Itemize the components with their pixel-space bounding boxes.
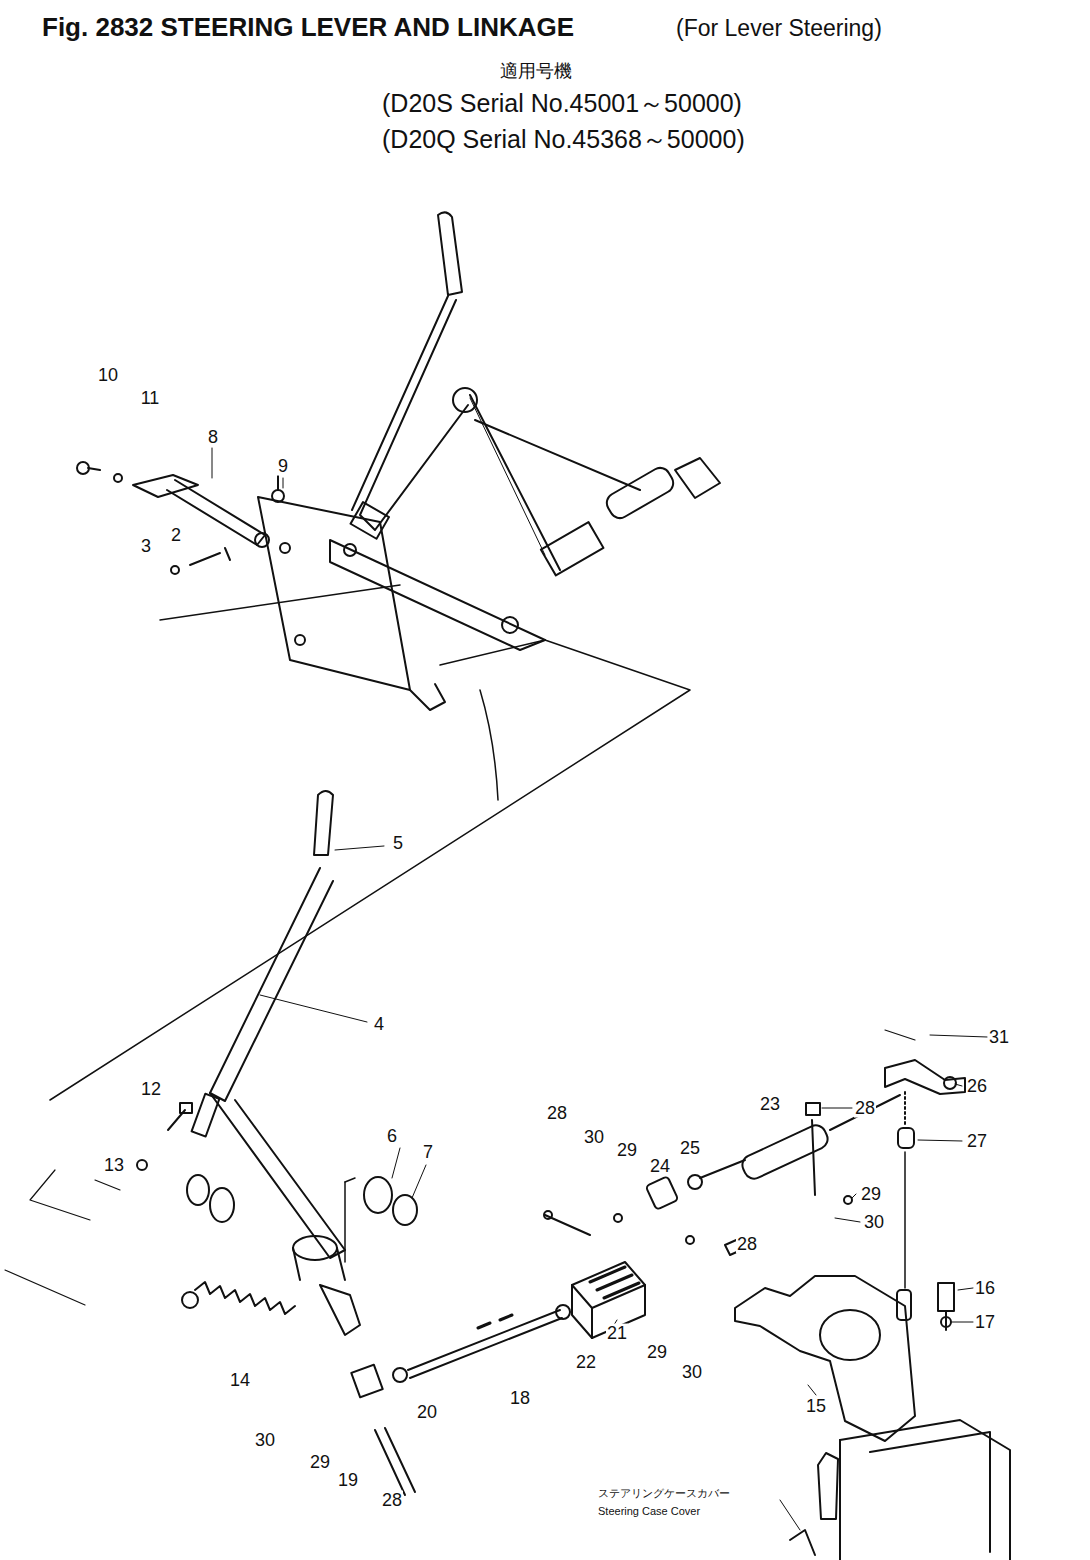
callout-number: 28 bbox=[381, 1491, 403, 1510]
callout-number: 21 bbox=[606, 1324, 628, 1343]
title-note: (For Lever Steering) bbox=[676, 16, 882, 40]
callout-number: 9 bbox=[277, 457, 289, 476]
callout-number: 15 bbox=[805, 1397, 827, 1416]
applicable-models: 適用号機 bbox=[500, 62, 572, 81]
callout-number: 13 bbox=[103, 1156, 125, 1175]
callout-number: 29 bbox=[309, 1453, 331, 1472]
callout-number: 27 bbox=[966, 1132, 988, 1151]
callout-number: 28 bbox=[736, 1235, 758, 1254]
callout-number: 25 bbox=[679, 1139, 701, 1158]
callout-number: 2 bbox=[170, 526, 182, 545]
serial-range: (D20S Serial No.45001～50000) bbox=[382, 90, 742, 116]
callout-number: 29 bbox=[860, 1185, 882, 1204]
callout-number: 28 bbox=[546, 1104, 568, 1123]
figure-title: Fig. 2832 STEERING LEVER AND LINKAGE bbox=[42, 14, 574, 41]
callout-number: 11 bbox=[140, 389, 161, 408]
part-note: Steering Case Cover bbox=[598, 1506, 700, 1518]
callout-number: 23 bbox=[759, 1095, 781, 1114]
callout-number: 6 bbox=[386, 1127, 398, 1146]
callout-number: 26 bbox=[966, 1077, 988, 1096]
callout-number: 29 bbox=[616, 1141, 638, 1160]
callout-number: 5 bbox=[392, 834, 404, 853]
callout-number: 30 bbox=[583, 1128, 605, 1147]
callout-number: 14 bbox=[229, 1371, 251, 1390]
callout-number: 19 bbox=[337, 1471, 359, 1490]
part-note: ステアリングケースカバー bbox=[598, 1488, 730, 1500]
callout-number: 28 bbox=[854, 1099, 876, 1118]
callout-number: 29 bbox=[646, 1343, 668, 1362]
callout-number: 31 bbox=[988, 1028, 1010, 1047]
serial-range: (D20Q Serial No.45368～50000) bbox=[382, 126, 745, 152]
callout-number: 4 bbox=[373, 1015, 385, 1034]
callout-number: 17 bbox=[974, 1313, 996, 1332]
callout-number: 22 bbox=[575, 1353, 597, 1372]
callout-number: 18 bbox=[509, 1389, 531, 1408]
callout-number: 24 bbox=[649, 1157, 671, 1176]
callout-number: 20 bbox=[416, 1403, 438, 1422]
callout-number: 8 bbox=[207, 428, 219, 447]
callout-number: 10 bbox=[97, 366, 119, 385]
callout-number: 7 bbox=[422, 1143, 434, 1162]
callout-number: 30 bbox=[254, 1431, 276, 1450]
callout-number: 30 bbox=[681, 1363, 703, 1382]
callout-number: 3 bbox=[140, 537, 152, 556]
callout-number: 16 bbox=[974, 1279, 996, 1298]
callout-number: 12 bbox=[140, 1080, 162, 1099]
callout-number: 30 bbox=[863, 1213, 885, 1232]
